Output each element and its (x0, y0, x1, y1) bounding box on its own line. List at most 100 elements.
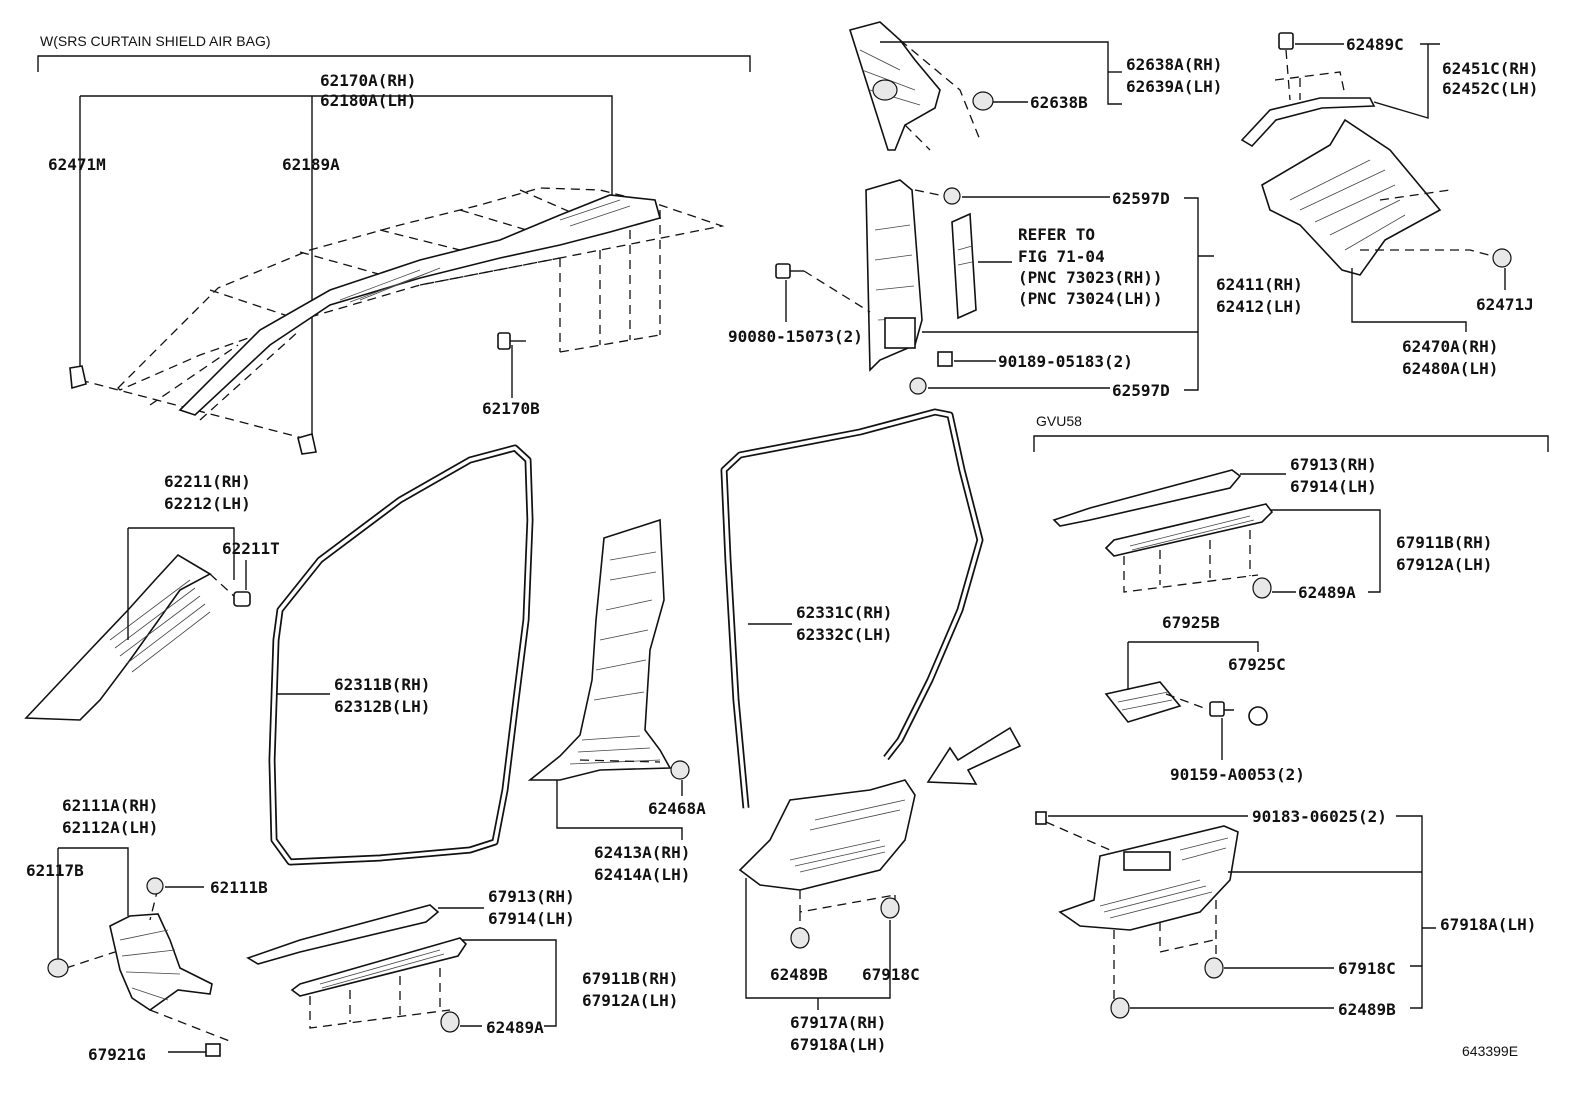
label-62189A: 62189A (282, 155, 340, 174)
refer-line-1: REFER TO (1018, 225, 1095, 244)
label-62332C: 62332C(LH) (796, 625, 892, 644)
refer-line-2: FIG 71-04 (1018, 247, 1105, 266)
label-67911B-mid: 67911B(RH) (582, 969, 678, 988)
label-67918C-right: 67918C (1338, 959, 1396, 978)
label-90189: 90189-05183(2) (998, 352, 1133, 371)
leader-62411 (922, 197, 1214, 391)
label-62468A: 62468A (648, 799, 706, 818)
cap-67925C (1248, 706, 1268, 726)
garnish-62470A (1261, 118, 1501, 332)
label-90183: 90183-06025(2) (1252, 807, 1387, 826)
scuff-plate-67918A-right (1058, 825, 1239, 1000)
label-62489B-right: 62489B (1338, 1000, 1396, 1019)
label-62489A-mid: 62489A (486, 1018, 544, 1037)
label-62597D-top: 62597D (1112, 189, 1170, 208)
clip-62489A-mid (440, 1011, 482, 1033)
label-62117B: 62117B (26, 861, 84, 880)
clip-62211T (233, 560, 251, 607)
clip-62489B-mid (790, 927, 810, 949)
label-67921G: 67921G (88, 1045, 146, 1064)
weatherstrip-62331C (720, 408, 984, 809)
screw-90080 (775, 263, 871, 322)
refer-line-4: (PNC 73024(LH)) (1018, 289, 1163, 308)
label-62480A: 62480A(LH) (1402, 359, 1498, 378)
label-90080: 90080-15073(2) (728, 327, 863, 346)
label-67917A: 67917A(RH) (790, 1013, 886, 1032)
leader-67918A-right (1228, 815, 1436, 1009)
label-62597D-bottom: 62597D (1112, 381, 1170, 400)
curtain-airbag-bracket (37, 55, 751, 72)
label-67918C-mid: 67918C (862, 965, 920, 984)
clip-62117B (47, 958, 69, 978)
label-62489A-right: 62489A (1298, 583, 1356, 602)
label-62311B: 62311B(RH) (334, 675, 430, 694)
label-67912A-right: 67912A(LH) (1396, 555, 1492, 574)
label-62639A: 62639A(LH) (1126, 77, 1222, 96)
label-62331C: 62331C(RH) (796, 603, 892, 622)
label-67913-right: 67913(RH) (1290, 455, 1377, 474)
clip-90189 (937, 351, 996, 367)
scuff-plate-67911B-right (1104, 503, 1381, 593)
direction-arrow-icon (926, 726, 1022, 785)
label-62451C: 62451C(RH) (1442, 59, 1538, 78)
garnish-62451C (1240, 43, 1440, 148)
bracket-67925B (1104, 641, 1259, 723)
label-62638A: 62638A(RH) (1126, 55, 1222, 74)
label-62470A: 62470A(RH) (1402, 337, 1498, 356)
label-62412: 62412(LH) (1216, 297, 1303, 316)
clip-67921G (205, 1043, 221, 1057)
label-62413A: 62413A(RH) (594, 843, 690, 862)
clip-62489A-right (1252, 577, 1296, 599)
label-62452C: 62452C(LH) (1442, 79, 1538, 98)
clip-62597D-top (914, 187, 1110, 205)
pillar-garnish-62411 (865, 179, 1012, 372)
refer-line-3: (PNC 73023(RH)) (1018, 268, 1163, 287)
clip-62638B (972, 91, 1028, 111)
pillar-garnish-62211 (24, 527, 237, 721)
label-62211T: 62211T (222, 539, 280, 558)
bolt-62170B (497, 332, 526, 398)
clip-67918C-mid (880, 897, 900, 919)
label-62411: 62411(RH) (1216, 275, 1303, 294)
label-62180A: 62180A(LH) (320, 91, 416, 110)
label-67913-mid: 67913(RH) (488, 887, 575, 906)
label-62112A: 62112A(LH) (62, 818, 158, 837)
label-67914-right: 67914(LH) (1290, 477, 1377, 496)
curtain-airbag-header: W(SRS CURTAIN SHIELD AIR BAG) (40, 33, 271, 49)
label-62312B: 62312B(LH) (334, 697, 430, 716)
label-62111A: 62111A(RH) (62, 796, 158, 815)
label-62471M: 62471M (48, 155, 106, 174)
clip-62489B-right (1110, 997, 1334, 1019)
label-62489C: 62489C (1346, 35, 1404, 54)
weatherstrip-62311B (268, 444, 534, 866)
label-62212: 62212(LH) (164, 494, 251, 513)
label-62170B: 62170B (482, 399, 540, 418)
label-62170A: 62170A(RH) (320, 71, 416, 90)
label-67914-mid: 67914(LH) (488, 909, 575, 928)
label-67918A-right: 67918A(LH) (1440, 915, 1536, 934)
label-62414A: 62414A(LH) (594, 865, 690, 884)
label-62638B: 62638B (1030, 93, 1088, 112)
curtain-airbag-assembly (69, 95, 725, 455)
label-62211: 62211(RH) (164, 472, 251, 491)
label-67918A-mid: 67918A(LH) (790, 1035, 886, 1054)
scuff-plate-67913-right (1052, 469, 1286, 527)
clip-90183 (1035, 811, 1248, 851)
diagram-code: 643399E (1462, 1043, 1518, 1059)
label-62489B-mid: 62489B (770, 965, 828, 984)
clip-62597D-bottom (909, 377, 1110, 395)
clip-67918C-right (1204, 957, 1334, 979)
clip-62468A (670, 760, 690, 796)
label-67925B: 67925B (1162, 613, 1220, 632)
label-67912A-mid: 67912A(LH) (582, 991, 678, 1010)
label-62111B: 62111B (210, 878, 268, 897)
label-67925C: 67925C (1228, 655, 1286, 674)
scuff-plate-67911B-mid (290, 937, 557, 1029)
gvu58-header: GVU58 (1036, 413, 1082, 429)
screw-90159 (1209, 701, 1234, 760)
cowl-trim-62111A (57, 847, 233, 1053)
pillar-garnish-62413A (527, 518, 683, 840)
label-90159: 90159-A0053(2) (1170, 765, 1305, 784)
clip-62111B (146, 877, 204, 895)
